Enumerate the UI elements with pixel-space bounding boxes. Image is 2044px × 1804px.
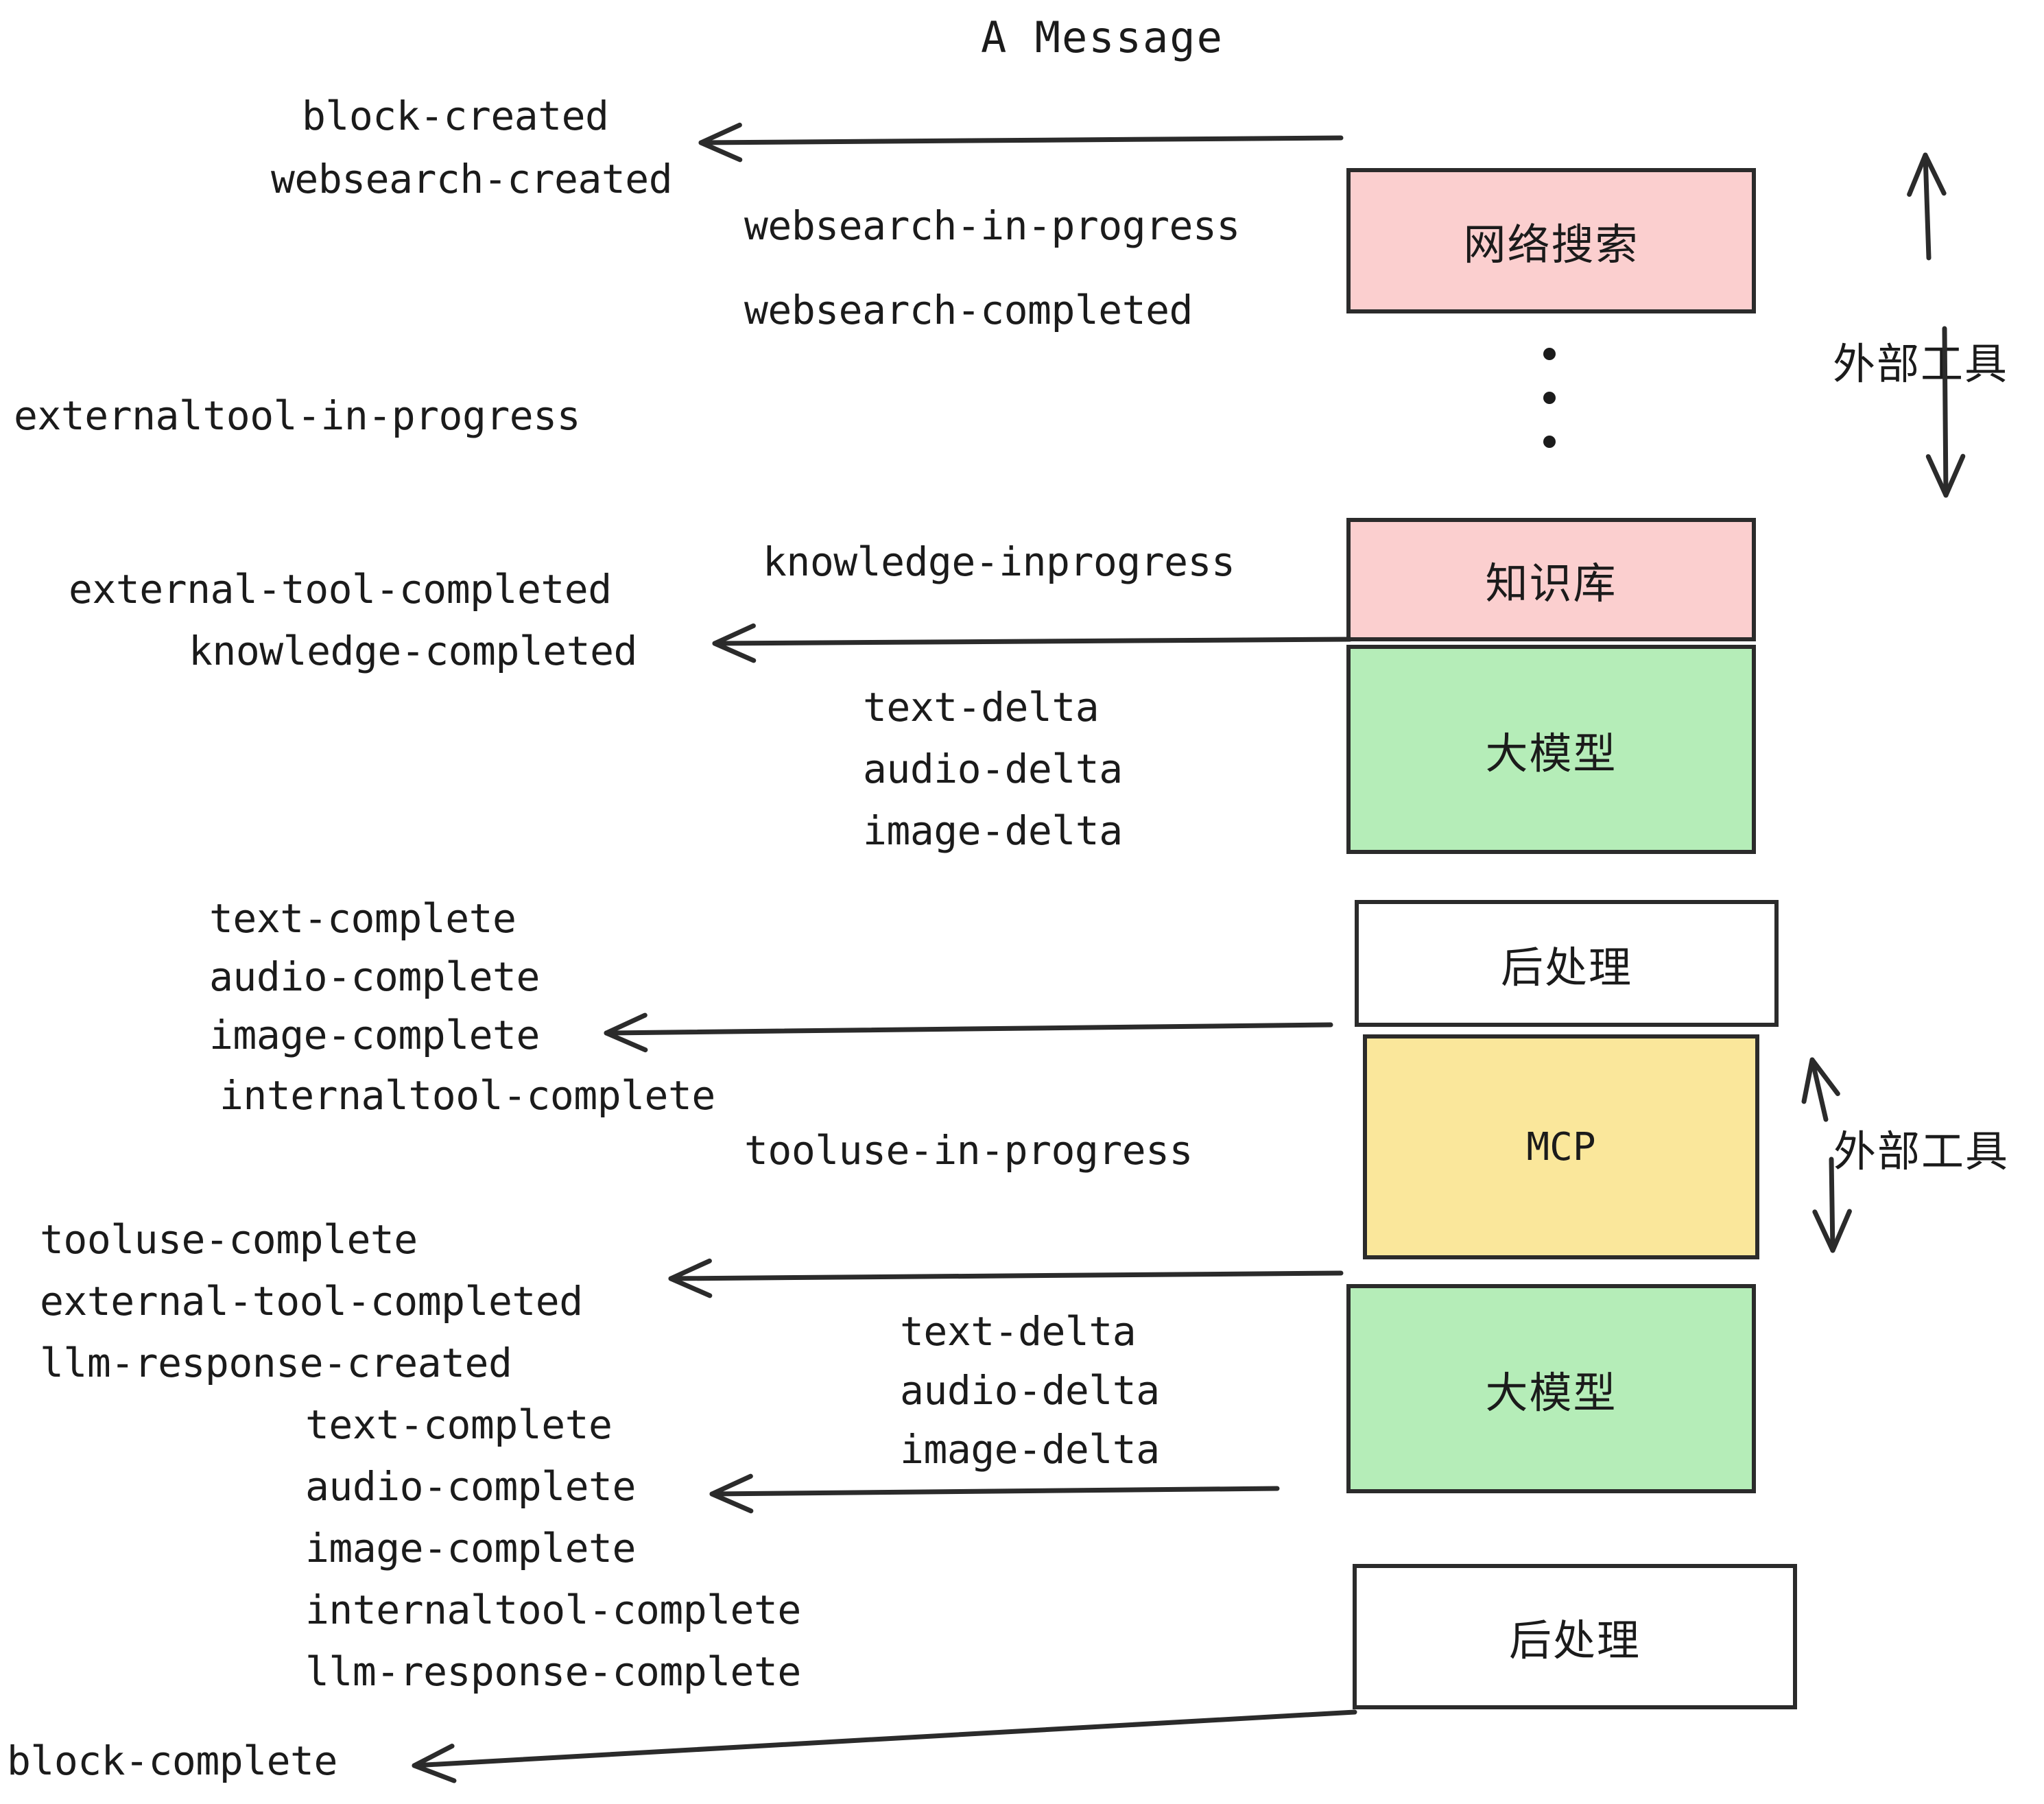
event-label-external-tool-completed-2: external-tool-completed — [40, 1278, 583, 1325]
stage-box-postprocess-1: 后处理 — [1355, 900, 1779, 1027]
event-label-websearch-created: websearch-created — [271, 156, 673, 202]
arrow-llm2-to-audio-complete-line — [709, 1486, 1280, 1497]
event-label-externaltool-in-progress: externaltool-in-progress — [14, 392, 581, 439]
arrow-post2-to-block-complete-head — [412, 1744, 457, 1783]
stage-label: 后处理 — [1500, 942, 1632, 993]
page-title: A Message — [981, 12, 1224, 62]
arrow-mcp-to-tooluse-line — [668, 1270, 1344, 1281]
event-label-audio-delta-1: audio-delta — [863, 746, 1123, 792]
side-arrows — [1801, 152, 1966, 1253]
event-label-image-complete-1: image-complete — [209, 1012, 540, 1058]
event-label-llm-response-complete: llm-response-complete — [305, 1648, 801, 1695]
stage-box-llm-1: 大模型 — [1346, 645, 1756, 854]
event-label-block-complete: block-complete — [7, 1737, 337, 1784]
event-label-websearch-completed: websearch-completed — [744, 287, 1193, 333]
event-label-text-delta-1: text-delta — [863, 684, 1100, 731]
event-label-text-complete-2: text-complete — [305, 1401, 613, 1448]
event-label-knowledge-inprogress: knowledge-inprogress — [763, 538, 1235, 585]
event-label-text-complete-1: text-complete — [209, 895, 516, 942]
event-label-tooluse-in-progress: tooluse-in-progress — [744, 1127, 1193, 1174]
event-label-image-complete-2: image-complete — [305, 1525, 636, 1571]
arrow-post2-to-block-complete-line — [412, 1709, 1357, 1768]
stage-label: 大模型 — [1485, 1367, 1617, 1418]
stage-label: 后处理 — [1508, 1615, 1641, 1665]
event-label-knowledge-completed: knowledge-completed — [189, 628, 637, 674]
event-label-audio-complete-1: audio-complete — [209, 953, 540, 1000]
side-label-external-tools-mcp: 外部工具 — [1833, 1126, 2010, 1176]
event-label-llm-response-created: llm-response-created — [40, 1340, 512, 1386]
event-label-audio-complete-2: audio-complete — [305, 1463, 636, 1510]
stage-box-llm-2: 大模型 — [1346, 1284, 1756, 1493]
event-label-external-tool-completed-1: external-tool-completed — [69, 566, 612, 613]
arrow-llm1-to-image-complete-line — [604, 1022, 1333, 1036]
ellipsis-dot-2 — [1543, 392, 1556, 404]
arrow-knowledge-to-completed-head — [712, 623, 757, 663]
external-tools-top-down-arrow-head — [1925, 453, 1966, 498]
stage-box-mcp: MCP — [1363, 1034, 1759, 1259]
event-label-internaltool-complete-1: internaltool-complete — [219, 1072, 715, 1119]
event-label-audio-delta-2: audio-delta — [900, 1367, 1160, 1414]
external-tools-mcp-down-arrow-head — [1812, 1209, 1852, 1253]
event-label-image-delta-1: image-delta — [863, 807, 1123, 854]
ellipsis-dot-1 — [1543, 348, 1556, 360]
arrow-llm1-to-image-complete-head — [604, 1012, 648, 1053]
event-label-text-delta-2: text-delta — [900, 1308, 1137, 1355]
external-tools-top-up-arrow-line — [1923, 152, 1932, 261]
ellipsis-dot-3 — [1543, 436, 1556, 448]
arrow-websearch-to-block-head — [698, 122, 743, 163]
arrow-llm2-to-audio-complete-head — [709, 1473, 754, 1514]
arrow-websearch-to-block-line — [698, 135, 1344, 145]
side-label-external-tools-top: 外部工具 — [1833, 339, 2009, 389]
event-label-image-delta-2: image-delta — [900, 1426, 1160, 1473]
external-tools-mcp-up-arrow-line — [1809, 1057, 1829, 1122]
event-label-tooluse-complete: tooluse-complete — [40, 1216, 418, 1263]
stage-label: 网络搜索 — [1463, 219, 1639, 270]
stage-label: 知识库 — [1485, 558, 1617, 608]
event-label-block-created: block-created — [302, 93, 609, 139]
stage-label: MCP — [1526, 1124, 1596, 1170]
arrow-knowledge-to-completed-line — [712, 637, 1353, 646]
event-label-internaltool-complete-2: internaltool-complete — [305, 1587, 801, 1633]
external-tools-top-up-arrow-head — [1907, 152, 1947, 197]
event-label-websearch-in-progress: websearch-in-progress — [744, 202, 1240, 249]
external-tools-mcp-up-arrow-head — [1801, 1057, 1840, 1104]
stage-box-knowledge: 知识库 — [1346, 518, 1756, 641]
external-tools-mcp-down-arrow-line — [1829, 1156, 1835, 1253]
stage-box-postprocess-2: 后处理 — [1353, 1564, 1797, 1709]
stage-label: 大模型 — [1485, 728, 1617, 779]
stage-box-websearch: 网络搜索 — [1346, 168, 1756, 313]
arrow-mcp-to-tooluse-head — [668, 1258, 713, 1298]
